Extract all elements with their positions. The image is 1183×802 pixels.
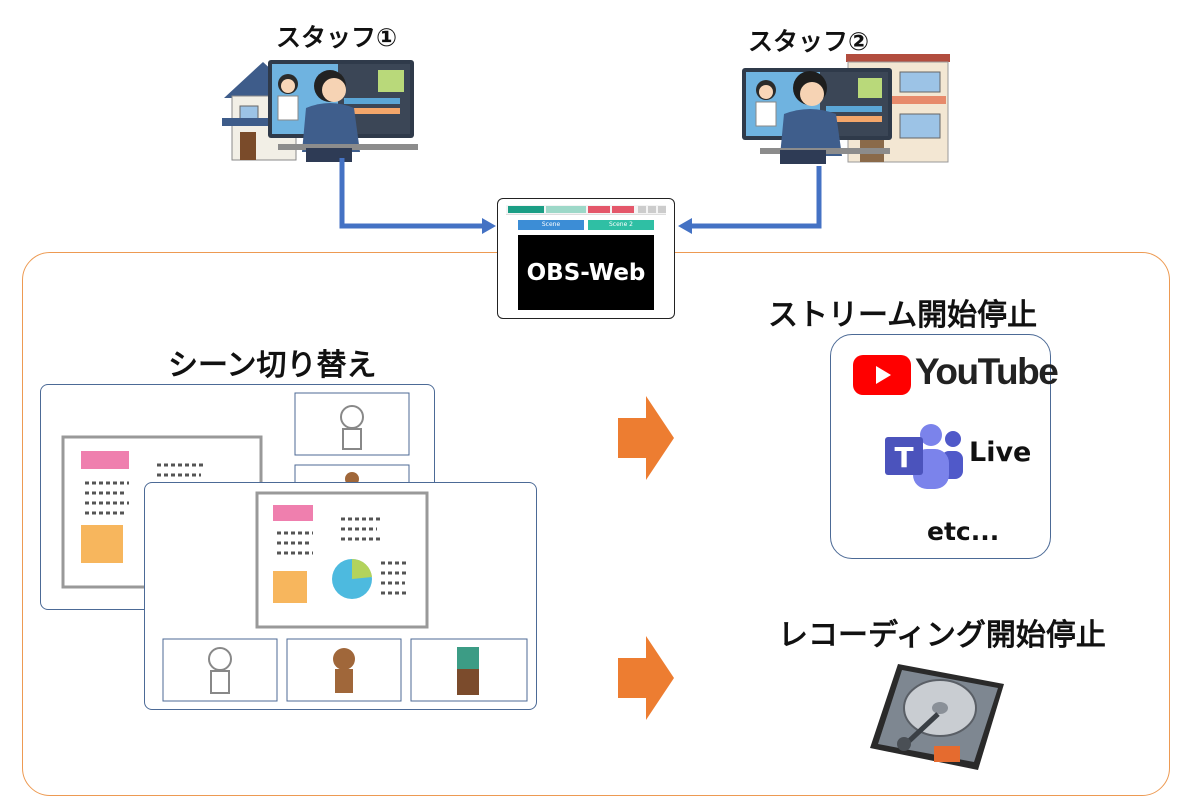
- obs-web-toolbar: [506, 205, 666, 215]
- recording-arrow: [618, 636, 674, 720]
- youtube-icon: [853, 355, 911, 395]
- teams-live-label: Live: [969, 437, 1032, 468]
- recording-label: レコーディング開始停止: [778, 618, 1106, 653]
- staff-2-illustration: [742, 54, 950, 164]
- stream-label: ストリーム開始停止: [768, 298, 1038, 333]
- obs-web-title: OBS-Web: [526, 259, 646, 286]
- obs-web-window: Scene Scene 2 OBS-Web: [497, 198, 675, 319]
- scene-switch-label: シーン切り替え: [168, 348, 377, 383]
- svg-text:T: T: [894, 441, 913, 474]
- scene-button-1[interactable]: Scene: [518, 220, 584, 230]
- scene-front-content: [162, 491, 528, 702]
- staff-1-illustration: [222, 60, 418, 162]
- teams-icon: T: [885, 424, 963, 489]
- etc-label: etc...: [927, 517, 1000, 546]
- hard-disk-icon: [870, 664, 1004, 770]
- scene-card-front: [144, 482, 537, 710]
- streaming-services-box: YouTube T Live etc...: [830, 334, 1059, 559]
- staff-2-label: スタッフ②: [748, 27, 870, 56]
- staff-1-label: スタッフ①: [276, 23, 398, 52]
- obs-web-preview: OBS-Web: [518, 235, 654, 310]
- stream-arrow: [618, 396, 674, 480]
- scene-button-2[interactable]: Scene 2: [588, 220, 654, 230]
- youtube-wordmark: YouTube: [915, 351, 1059, 392]
